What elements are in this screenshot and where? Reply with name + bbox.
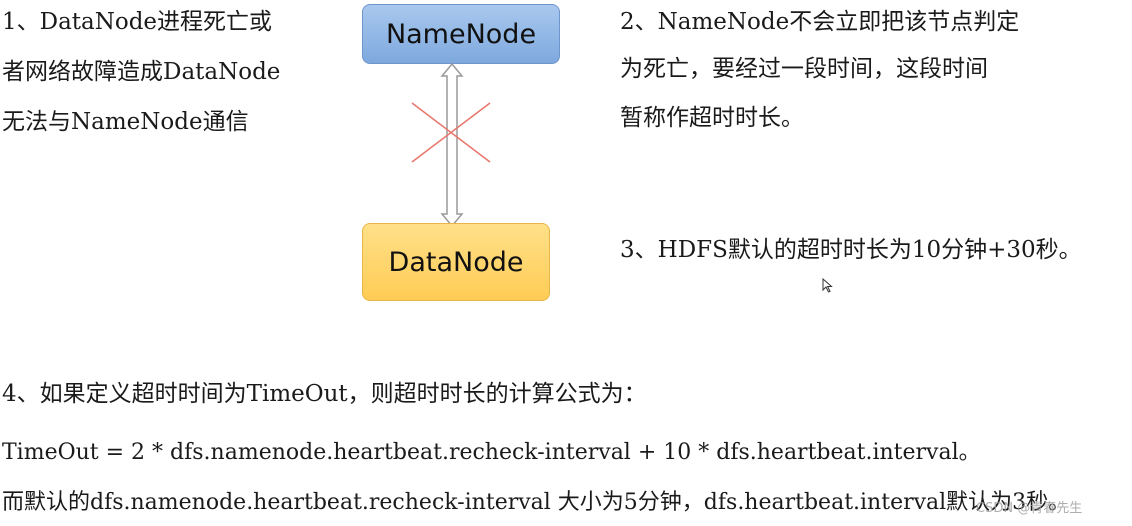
left-note-line-2: 者网络故障造成DataNode (2, 59, 281, 85)
right-note-2-line-2: 为死亡，要经过一段时间，这段时间 (620, 56, 988, 82)
left-note-line-3: 无法与NameNode通信 (2, 109, 249, 135)
right-note-2-line-1: 2、NameNode不会立即把该节点判定 (620, 9, 1020, 35)
watermark: CSDN @青春先生 (976, 501, 1083, 516)
left-note-line-1: 1、DataNode进程死亡或 (2, 9, 273, 35)
mouse-cursor-icon (822, 278, 833, 293)
broken-link-cross-icon (411, 102, 491, 163)
connection-diagram (411, 62, 491, 228)
formula-defaults: 而默认的dfs.namenode.heartbeat.recheck-inter… (2, 490, 1071, 515)
double-arrow-icon (440, 62, 464, 228)
right-note-3: 3、HDFS默认的超时时长为10分钟+30秒。 (620, 237, 1082, 263)
right-note-2-line-3: 暂称作超时时长。 (620, 105, 804, 131)
datanode-box: DataNode (362, 223, 550, 301)
formula-equation: TimeOut = 2 * dfs.namenode.heartbeat.rec… (2, 440, 981, 465)
formula-intro: 4、如果定义超时时间为TimeOut，则超时时长的计算公式为： (2, 381, 647, 407)
namenode-box: NameNode (362, 4, 560, 64)
